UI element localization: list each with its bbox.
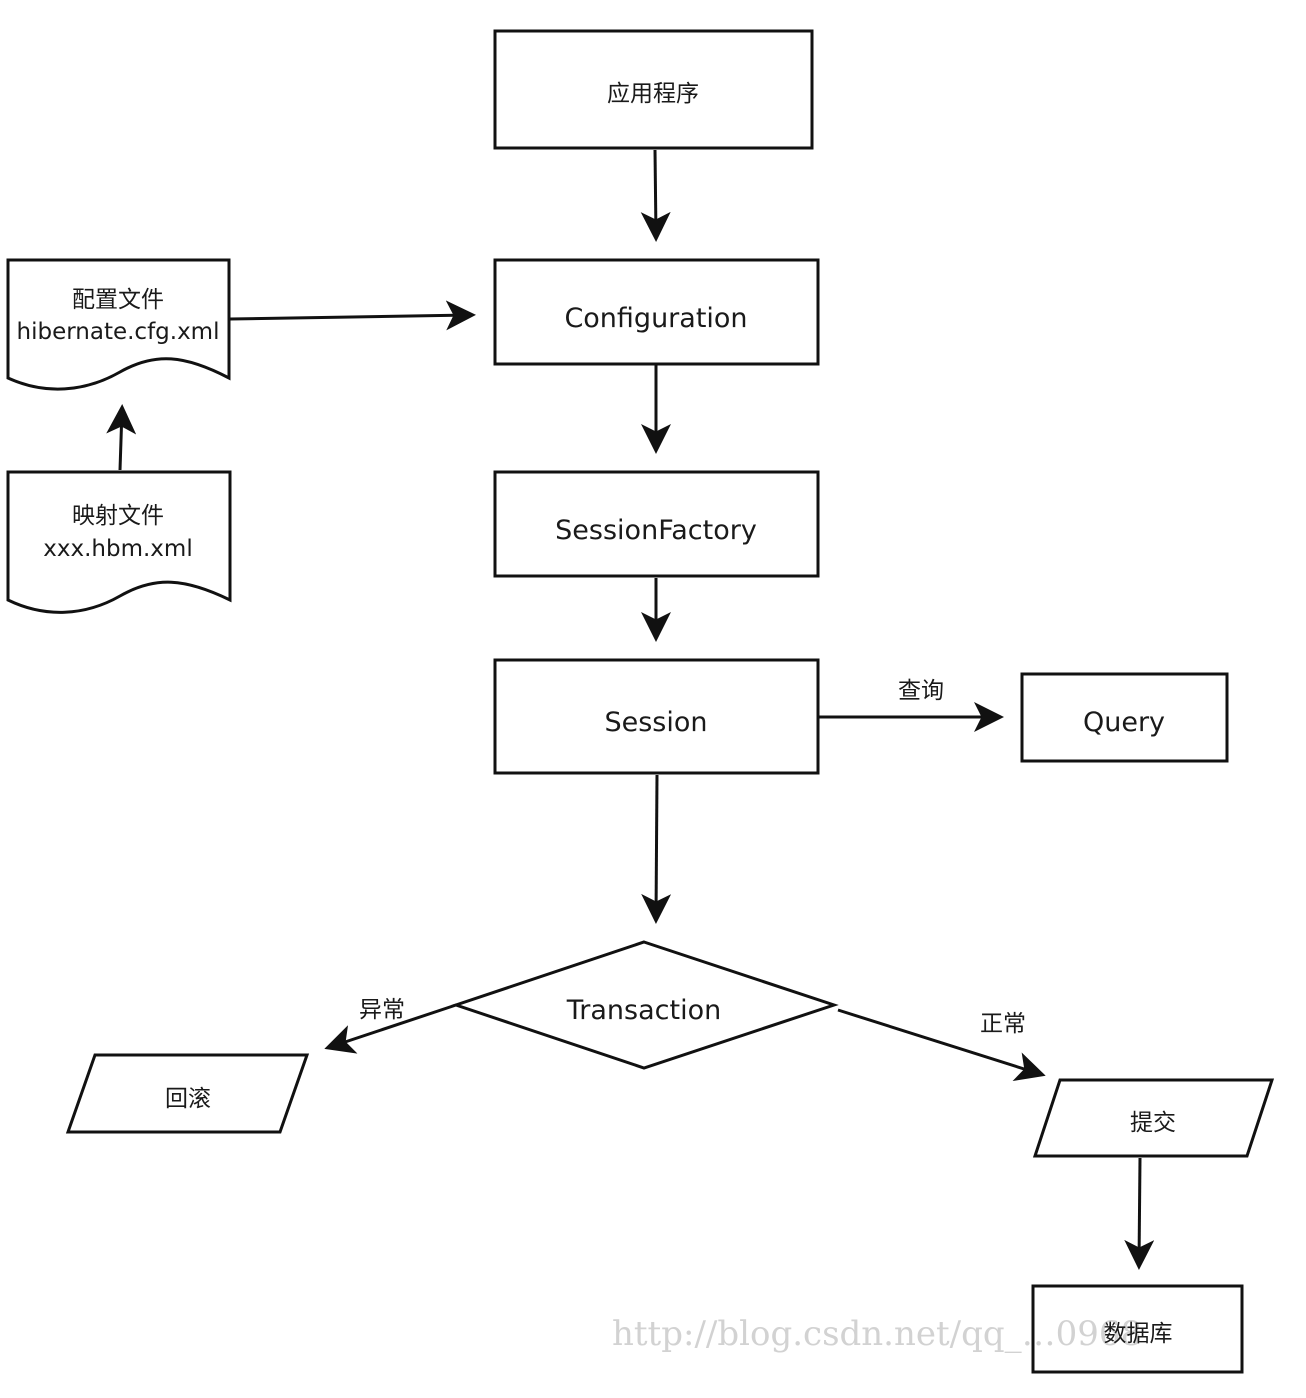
node-configuration-label: Configuration xyxy=(564,303,747,334)
node-session-factory: SessionFactory xyxy=(493,470,820,578)
watermark-text: http://blog.csdn.net/qq_…0968 xyxy=(612,1314,1142,1354)
node-session-factory-label: SessionFactory xyxy=(555,515,757,546)
node-transaction: Transaction xyxy=(451,940,839,1070)
node-rollback: 回滚 xyxy=(65,1053,310,1134)
node-database xyxy=(1031,1284,1244,1374)
node-mapping-file-line2: xxx.hbm.xml xyxy=(43,536,192,562)
node-config-file: 配置文件 hibernate.cfg.xml xyxy=(6,258,231,391)
node-app-label: 应用程序 xyxy=(607,81,699,107)
edge-configfile-to-configuration xyxy=(229,300,476,331)
node-session: Session xyxy=(493,658,820,775)
node-query-label: Query xyxy=(1083,707,1165,738)
node-config-file-line2: hibernate.cfg.xml xyxy=(17,319,220,345)
node-config-file-line1: 配置文件 xyxy=(72,287,164,313)
node-commit: 提交 xyxy=(1032,1078,1275,1158)
node-mapping-file-line1: 映射文件 xyxy=(72,503,164,529)
node-mapping-file: 映射文件 xxx.hbm.xml xyxy=(6,470,232,614)
node-app: 应用程序 xyxy=(493,29,814,150)
node-commit-label: 提交 xyxy=(1130,1110,1176,1136)
edge-mappingfile-to-configfile xyxy=(106,404,137,471)
node-query: Query xyxy=(1020,672,1229,763)
edge-label-exception: 异常 xyxy=(359,997,405,1023)
node-configuration: Configuration xyxy=(493,258,820,366)
node-rollback-label: 回滚 xyxy=(165,1086,211,1112)
node-session-label: Session xyxy=(604,707,707,738)
edge-app-to-configuration xyxy=(640,149,671,242)
edge-session-to-transaction xyxy=(641,774,672,924)
edge-transaction-to-rollback xyxy=(324,1003,457,1054)
edge-commit-to-database xyxy=(1124,1157,1155,1270)
edge-label-normal: 正常 xyxy=(980,1011,1026,1037)
node-transaction-label: Transaction xyxy=(566,995,721,1026)
edge-label-query: 查询 xyxy=(898,678,944,704)
edge-transaction-to-commit xyxy=(837,1008,1046,1082)
node-database-label: 数据库 xyxy=(1104,1321,1173,1347)
